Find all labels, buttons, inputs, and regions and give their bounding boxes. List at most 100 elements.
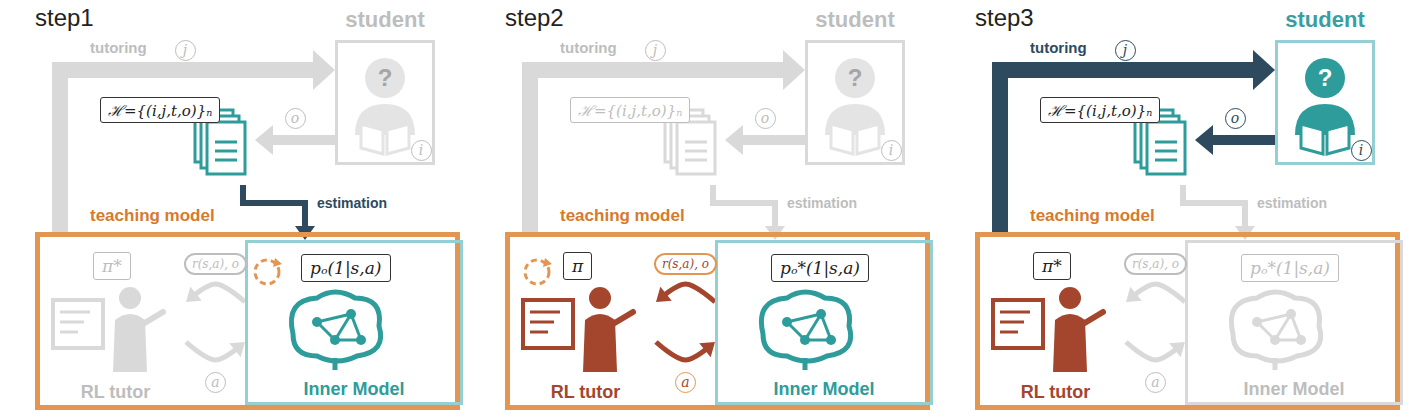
edge-label: tutoring <box>90 39 147 56</box>
book-page <box>1301 124 1323 154</box>
step-label: step3 <box>975 4 1034 32</box>
tutor-arm <box>143 312 163 324</box>
student-head <box>1305 58 1345 98</box>
edge-label: r(s,a), o <box>654 253 717 275</box>
edge-label: o <box>285 108 306 129</box>
arrowhead <box>1253 50 1275 90</box>
node-label: Inner Model <box>718 379 930 400</box>
student-icon-mark: ? <box>848 64 863 92</box>
connector-group <box>255 125 335 155</box>
tutor-head <box>119 287 141 309</box>
flow-arrow <box>186 284 245 302</box>
flow-arrow <box>530 70 805 232</box>
flow-arrow <box>1000 70 1275 232</box>
variable-callout: i <box>1351 140 1372 161</box>
connector-group <box>186 342 245 360</box>
tutor-arm <box>613 312 633 324</box>
tutor-arm <box>1083 312 1103 324</box>
network-node <box>1270 335 1280 345</box>
connector-group <box>656 284 715 302</box>
panel-illustration <box>53 58 415 372</box>
variable-callout: j <box>1115 40 1136 61</box>
policy-bubble: π* <box>93 252 131 280</box>
network-node <box>816 309 826 319</box>
arrowhead <box>255 125 273 155</box>
network-node <box>1296 335 1306 345</box>
arrowhead <box>313 50 335 90</box>
update-arrowhead <box>273 258 282 267</box>
history-document: ℋ={(i,j,t,o)}ₙ <box>570 95 725 185</box>
update-arrowhead <box>543 258 552 267</box>
edge-label: estimation <box>317 195 387 211</box>
blackboard <box>53 300 103 348</box>
variable-callout: j <box>175 40 196 61</box>
network-node <box>826 335 836 345</box>
document-line <box>215 141 237 144</box>
student-icon-mark: ? <box>1318 64 1333 92</box>
network-node <box>356 335 366 345</box>
board-line <box>530 321 554 324</box>
edge-label: r(s,a), o <box>1124 253 1187 275</box>
edge-label: estimation <box>1257 195 1327 211</box>
policy-bubble: π* <box>1033 252 1071 280</box>
variable-callout: j <box>645 40 666 61</box>
step-label: step1 <box>35 4 94 32</box>
node-label: ℋ={(i,j,t,o)}ₙ <box>570 97 690 123</box>
connector-group <box>1126 342 1185 360</box>
connector-group <box>1126 284 1185 302</box>
document-page <box>207 122 245 174</box>
flow-arrow <box>60 70 335 232</box>
node-label: student <box>338 7 432 33</box>
model-bubble: pₒ*(1|s,a) <box>771 254 869 282</box>
board-line <box>530 331 548 334</box>
network-node <box>1286 309 1296 319</box>
node-label: teaching model <box>1030 206 1155 226</box>
brain-stem <box>333 358 338 370</box>
arrowhead <box>1126 287 1142 302</box>
document-line <box>215 159 237 162</box>
arrowhead <box>1195 125 1213 155</box>
flow-arrow <box>186 342 245 360</box>
arrowhead <box>725 125 743 155</box>
arrowhead <box>783 50 805 90</box>
panel-illustration <box>523 58 885 372</box>
node-label: Inner Model <box>1188 379 1400 400</box>
history-document: ℋ={(i,j,t,o)}ₙ <box>1040 95 1195 185</box>
brain-outline <box>1231 292 1320 361</box>
blackboard <box>993 300 1043 348</box>
edge-label: tutoring <box>1030 39 1087 56</box>
edge-label: r(s,a), o <box>184 253 247 275</box>
student-head <box>835 58 875 98</box>
node-label: Inner Model <box>248 379 460 400</box>
connector-group <box>1195 125 1275 155</box>
network-node <box>312 317 322 327</box>
board-line <box>60 321 84 324</box>
board-line <box>1000 331 1018 334</box>
edge-label: estimation <box>787 195 857 211</box>
brain-outline <box>761 292 850 361</box>
edge-label: o <box>1225 108 1246 129</box>
step-label: step2 <box>505 4 564 32</box>
book-page <box>857 124 879 154</box>
document-line <box>1155 159 1177 162</box>
arrowhead <box>1169 342 1185 357</box>
document-line <box>685 159 707 162</box>
arrowhead <box>229 342 245 357</box>
network-node <box>346 309 356 319</box>
node-label: RL tutor <box>45 382 186 403</box>
network-node <box>800 335 810 345</box>
network-node <box>782 317 792 327</box>
edge-label: a <box>205 372 226 393</box>
node-label: RL tutor <box>985 382 1126 403</box>
student-head <box>365 58 405 98</box>
model-bubble: pₒ*(1|s,a) <box>1241 254 1339 282</box>
book-page <box>361 124 383 154</box>
arrowhead <box>656 287 672 302</box>
student-icon-mark: ? <box>378 64 393 92</box>
network-node <box>330 335 340 345</box>
board-line <box>60 331 78 334</box>
node-label: ℋ={(i,j,t,o)}ₙ <box>100 97 220 123</box>
connector-group <box>656 342 715 360</box>
variable-callout: i <box>881 140 902 161</box>
book-page <box>387 124 409 154</box>
